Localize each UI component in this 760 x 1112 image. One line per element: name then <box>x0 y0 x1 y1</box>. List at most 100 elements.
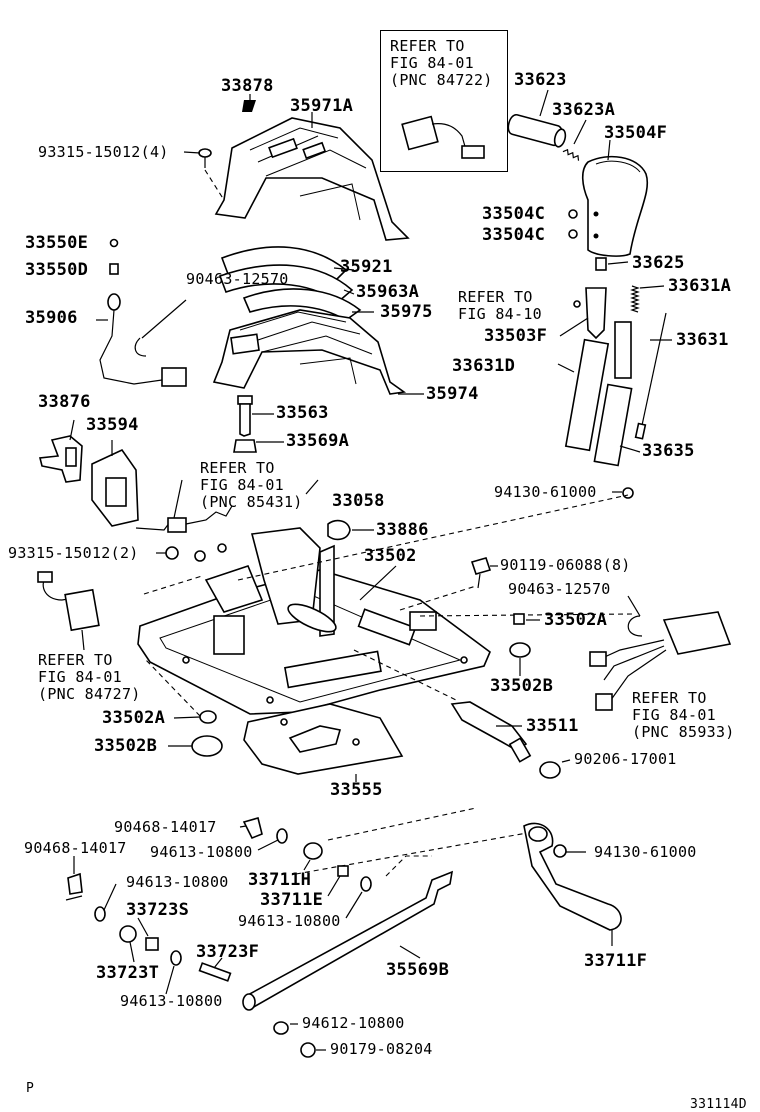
label-33503F: 33503F <box>484 326 548 346</box>
label-33569A: 33569A <box>286 431 350 451</box>
label-93315-15012-4: 93315-15012(4) <box>38 143 169 161</box>
refer-84-10-line1: REFER TO <box>458 288 533 306</box>
label-33504C-2: 33504C <box>482 225 546 245</box>
clip-90468-lower <box>65 872 83 901</box>
label-33502B-right: 33502B <box>490 676 554 696</box>
grommet-33502B-right <box>509 642 531 658</box>
refer-84722-line3: (PNC 84722) <box>390 71 493 89</box>
spring-33623A <box>562 148 580 161</box>
label-33711F: 33711F <box>584 951 648 971</box>
label-33723F: 33723F <box>196 942 260 962</box>
lever-33711F <box>523 822 622 931</box>
label-33504F: 33504F <box>604 123 668 143</box>
bracket-33876 <box>39 435 83 483</box>
label-33876: 33876 <box>38 392 91 412</box>
label-33631A: 33631A <box>668 276 732 296</box>
knob-button-33623 <box>507 114 567 148</box>
label-33625: 33625 <box>632 253 685 273</box>
refer-85933-line2: FIG 84-01 <box>632 706 716 724</box>
refer-85933-line3: (PNC 85933) <box>632 723 735 741</box>
refer-85933: REFER TO FIG 84-01 (PNC 85933) <box>632 690 735 741</box>
console-cover-lower <box>212 309 407 395</box>
bracket-33594 <box>91 448 139 527</box>
refer-84-10: REFER TO FIG 84-10 <box>458 289 542 323</box>
label-33502B-left: 33502B <box>94 736 158 756</box>
part-33625 <box>595 257 607 271</box>
label-90179-08204: 90179-08204 <box>330 1040 433 1058</box>
label-33631: 33631 <box>676 330 729 350</box>
shift-lever-parts <box>557 287 667 467</box>
nut-94130-lower <box>553 844 567 858</box>
corner-mark: P <box>26 1081 35 1096</box>
label-33504C-1: 33504C <box>482 204 546 224</box>
washer-94612 <box>273 1021 289 1035</box>
label-33631D: 33631D <box>452 356 516 376</box>
bushing-33711H <box>303 842 323 860</box>
leader-lines <box>69 89 672 1051</box>
label-33502: 33502 <box>364 546 417 566</box>
washer-94613-a <box>276 828 288 844</box>
clip-90463-upper <box>134 337 147 357</box>
label-90468-14017-lower: 90468-14017 <box>24 839 127 857</box>
label-35975: 35975 <box>380 302 433 322</box>
grommet-33502A-left <box>199 710 217 724</box>
label-90468-14017-upper: 90468-14017 <box>114 818 217 836</box>
refer-84727-line1: REFER TO <box>38 651 113 669</box>
label-93315-15012-2: 93315-15012(2) <box>8 544 139 562</box>
label-33886: 33886 <box>376 520 429 540</box>
label-33635: 33635 <box>642 441 695 461</box>
label-33563: 33563 <box>276 403 329 423</box>
refer-box-84722 <box>380 30 508 172</box>
screw-93315-lower <box>165 546 179 560</box>
label-94130-61000-lower: 94130-61000 <box>594 843 697 861</box>
label-33555: 33555 <box>330 780 383 800</box>
label-33502A-left: 33502A <box>102 708 166 728</box>
refer-84727-line3: (PNC 84727) <box>38 685 141 703</box>
bushing-33886 <box>327 519 351 541</box>
label-33723T: 33723T <box>96 963 160 983</box>
refer-85431-line2: FIG 84-01 <box>200 476 284 494</box>
shift-knob-33504F <box>581 155 649 257</box>
label-35971A: 35971A <box>290 96 354 116</box>
label-33711H: 33711H <box>248 870 312 890</box>
nut-90179 <box>300 1042 316 1058</box>
washer-94613-b <box>94 906 106 922</box>
label-33502A-right: 33502A <box>544 610 608 630</box>
clip-90463-lower <box>627 615 643 637</box>
bushing-33723T <box>119 925 137 943</box>
label-90463-12570-upper: 90463-12570 <box>186 270 289 288</box>
refer-84722-line1: REFER TO <box>390 37 465 55</box>
washer-94613-c <box>360 876 372 892</box>
label-35569B: 35569B <box>386 960 450 980</box>
refer-84-10-line2: FIG 84-10 <box>458 305 542 323</box>
label-35906: 35906 <box>25 308 78 328</box>
pin-33723F <box>198 962 232 982</box>
refer-84722-line2: FIG 84-01 <box>390 54 474 72</box>
nut-94130-upper <box>622 487 634 499</box>
label-90119-06088: 90119-06088(8) <box>500 556 631 574</box>
label-90463-12570-lower: 90463-12570 <box>508 580 611 598</box>
refer-85431-line3: (PNC 85431) <box>200 493 303 511</box>
shift-lever-assembly-33502 <box>137 527 491 715</box>
refer-85431-line1: REFER TO <box>200 459 275 477</box>
label-94613-10800-d: 94613-10800 <box>120 992 223 1010</box>
wire-harness-35906 <box>99 293 187 387</box>
refer-85933-line1: REFER TO <box>632 689 707 707</box>
label-94612-10800: 94612-10800 <box>302 1014 405 1032</box>
label-33623: 33623 <box>514 70 567 90</box>
refer-84722: REFER TO FIG 84-01 (PNC 84722) <box>390 38 493 89</box>
label-35921: 35921 <box>340 257 393 277</box>
label-35974: 35974 <box>426 384 479 404</box>
label-33594: 33594 <box>86 415 139 435</box>
label-33511: 33511 <box>526 716 579 736</box>
label-94613-10800-a: 94613-10800 <box>150 843 253 861</box>
plate-33555 <box>243 703 404 775</box>
switch-84722-drawing <box>401 115 485 159</box>
screw-93315-upper <box>198 148 212 168</box>
cable-end-33511 <box>450 701 532 763</box>
slide-plates <box>218 246 362 321</box>
connector-85933-drawing <box>589 611 732 711</box>
refer-84727-line2: FIG 84-01 <box>38 668 122 686</box>
spring-33631A <box>630 285 640 313</box>
